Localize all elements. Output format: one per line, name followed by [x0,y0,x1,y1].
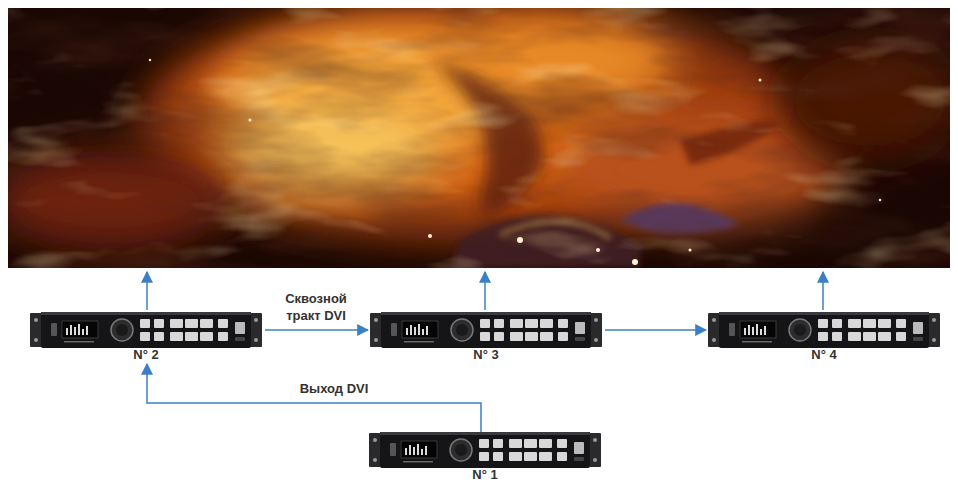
processor-front-panel [708,312,940,348]
edge-label: Выход DVI [298,380,371,397]
screen-feed-arrows [147,272,823,310]
processor-front-panel [30,312,262,348]
device-number: N° 2 [30,348,262,362]
dvi-connector [605,329,706,331]
video-processor: N° 1 [369,432,601,482]
video-processor: N° 4 [708,312,940,362]
processor-front-panel [370,312,602,348]
nebula-image [8,8,950,268]
dvi-connector [147,364,481,432]
processor-front-panel [369,432,601,468]
dvi-connector [265,329,368,331]
device-number: N° 4 [708,348,940,362]
edge-label: Сквозной тракт DVI [269,290,363,324]
device-number: N° 3 [370,348,602,362]
video-processor: N° 2 [30,312,262,362]
device-number: N° 1 [369,468,601,482]
video-processor: N° 3 [370,312,602,362]
